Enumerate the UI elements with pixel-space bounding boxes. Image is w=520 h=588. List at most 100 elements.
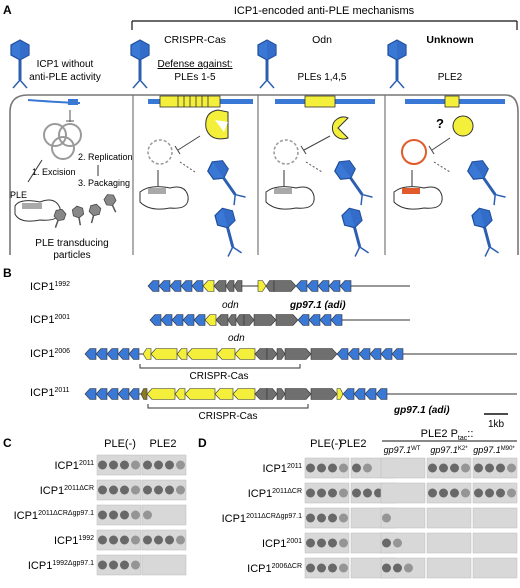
panel-b-row-2006: ICP12006 [30,348,70,360]
phage-genome-col1 [27,99,81,105]
step-packaging: 3. Packaging [78,178,130,188]
gene-arrow [106,348,119,360]
plaque-assay-plate [426,507,472,529]
crispr-label: CRISPR-Cas [199,411,258,422]
gene-arrow [176,348,188,360]
plaque-assay-plate [141,504,187,526]
crispr-bracket [147,404,309,409]
gene-arrow [117,348,130,360]
plaque-assay-plate [472,532,518,554]
plaque-assay-plate [141,529,187,551]
gene-arrow [308,314,321,326]
odn-label: odn [222,300,239,311]
gene-arrow [158,280,171,292]
gene-arrow [284,388,312,400]
phage-genome-col4 [405,95,505,108]
gene-arrow [257,280,267,292]
gene-arrow [254,348,268,360]
gene-arrow [234,348,256,360]
plaque-assay-plate [96,504,142,526]
ple-replication-circles [43,123,82,160]
panel-c-row-label: ICP12011ΔCRΔgp97.1 [14,510,95,522]
gene-arrow [297,314,310,326]
gene-arrow [106,388,119,400]
panel-d-col-ple-neg: PLE(-) [310,438,342,450]
gene-arrow [336,348,349,360]
gene-arrow [391,348,404,360]
plaque-assay-plate [426,532,472,554]
question-mark: ? [436,116,444,131]
gene-arrow [358,348,371,360]
plaque-assay-plate [304,482,350,504]
panel-d-row-label: ICP12011ΔCR [248,488,302,500]
svg-text:ICP12006: ICP12006 [30,348,70,360]
gene-arrow [380,348,393,360]
gene-arrow [336,388,344,400]
gene-arrow [216,348,236,360]
gene-arrow [330,314,343,326]
phage-genome-col2 [148,95,253,108]
gene-arrow [342,388,355,400]
phage-icon [469,204,503,259]
crispr-effector [205,109,229,140]
gene-arrow [243,314,255,326]
plaque-assay-plate [426,457,472,479]
plaque-assay-plate [380,557,426,579]
phage-icon [256,38,278,90]
panel-c-letter: C [3,436,12,450]
gene-arrow [369,348,382,360]
plaque-assay-plate [380,507,426,529]
gene-arrow [128,388,140,400]
panel-a-letter: A [3,3,12,17]
plaque-assay-plate [96,554,142,576]
plaque-assay-plate [141,554,187,576]
col2-target: PLEs 1-5 [174,72,216,83]
gene-arrow [265,280,275,292]
plaque-assay-plate [472,457,518,479]
ple-transducing-particles [53,194,117,228]
gene-arrow [306,280,319,292]
gene-arrow [233,280,243,292]
odn-effector [331,116,349,140]
gene-arrow [266,348,278,360]
anti-ple-bracket [131,20,518,30]
plaque-assay-plate [304,507,350,529]
gene-arrow [84,348,97,360]
plaque-assay-plate [141,454,187,476]
step-excision: 1. Excision [32,167,76,177]
gene-arrow [146,388,176,400]
gene-arrow [215,314,229,326]
panel-c-row-label: ICP12011ΔCR [40,485,94,497]
svg-text:ICP12001: ICP12001 [30,314,70,326]
gene-arrow [191,280,204,292]
crispr-bracket [139,364,301,369]
crispr-label: CRISPR-Cas [190,371,249,382]
gene-arrow [174,388,186,400]
gene-arrow [353,388,366,400]
phage-genome-col3 [275,95,375,108]
gene-arrow [273,280,297,292]
col3-target: PLEs 1,4,5 [298,72,347,83]
gene-arrow [147,280,160,292]
svg-text:ICP12011: ICP12011 [30,387,70,399]
gene-arrow [214,388,234,400]
gene-arrow [180,280,193,292]
host-chromosome [139,186,189,210]
bracket-title: ICP1-encoded anti-PLE mechanisms [234,5,415,17]
gp-m90-header: gp97.1M90* [473,445,515,455]
svg-text:ICP11992: ICP11992 [30,281,70,293]
gene-arrow [142,348,152,360]
plaque-assay-plate [304,457,350,479]
gene-arrow [317,280,330,292]
gene-arrow [253,314,277,326]
transducing-line1: PLE transducing [35,238,108,249]
col3-title: Odn [312,34,332,46]
plaque-assay-plate [380,482,426,504]
ple-circle-dashed [273,139,299,165]
gene-arrow [117,388,130,400]
phage-icon [463,155,509,208]
defense-label: Defense against: [157,59,232,70]
panel-c-row-label: ICP11992Δgp97.1 [28,560,94,572]
phage-icon [203,155,249,208]
